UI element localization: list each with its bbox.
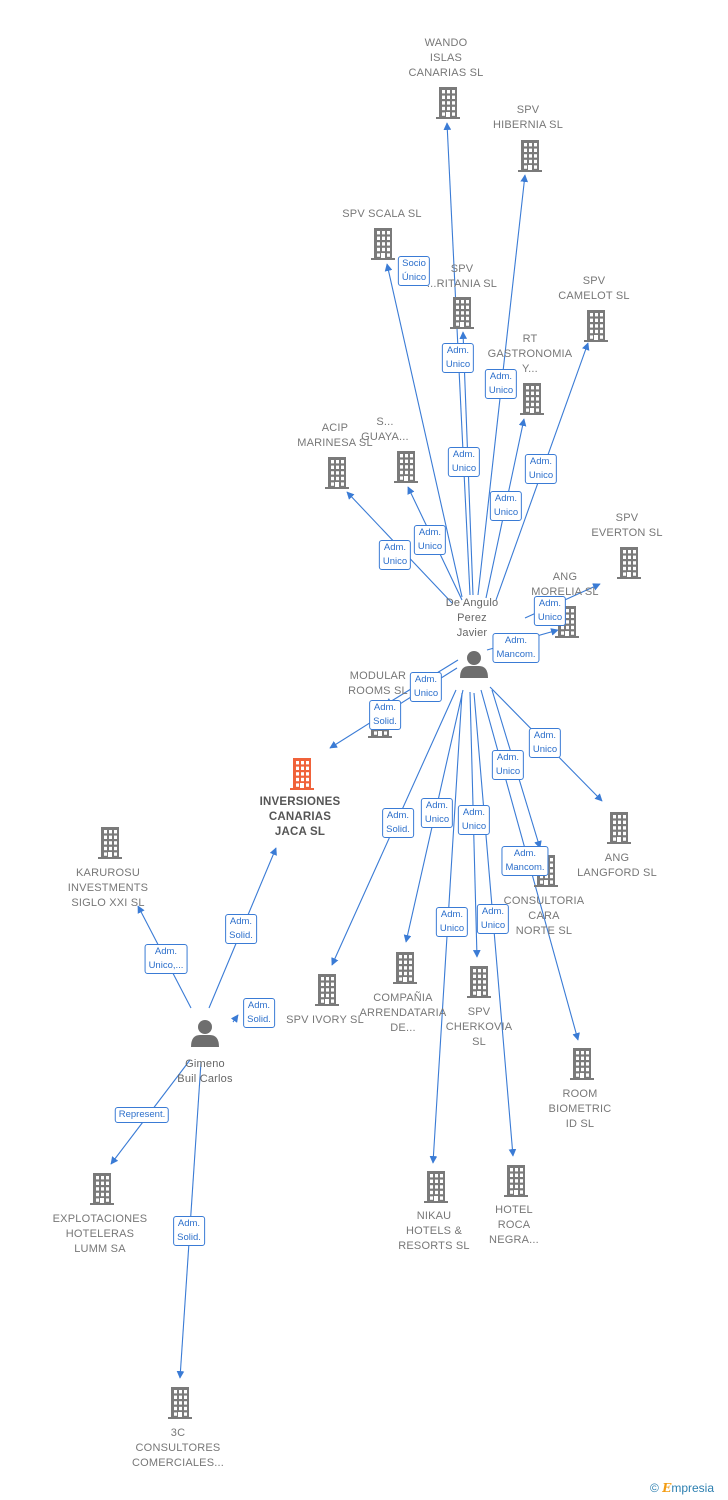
copyright-symbol: © [650,1481,659,1495]
edge-gimeno-to-ivory [230,1014,239,1023]
relation-badge-javier-morelia[interactable]: Adm. Mancom. [492,633,540,663]
relation-badge-javier-nikau[interactable]: Adm. Unico [435,907,469,937]
relation-badge-javier-cherkovia[interactable]: Adm. Unico [457,805,491,835]
node-label-morelia[interactable]: ANG MORELIA SL [531,571,599,598]
building-icon-room[interactable] [570,1048,594,1080]
brand-name: mpresia [671,1481,715,1495]
relation-badge-javier-rtgastro[interactable]: Adm. Unico [489,491,523,521]
node-label-camelot[interactable]: SPV CAMELOT SL [558,275,630,302]
building-icon-guaya[interactable] [394,451,418,483]
building-icon-rtgastro[interactable] [520,383,544,415]
node-label-gimeno[interactable]: Gimeno Buil Carlos [177,1058,233,1085]
building-icon-camelot[interactable] [584,310,608,342]
relation-badge-javier-ritania[interactable]: Adm. Unico [447,447,481,477]
building-icon-nikau[interactable] [424,1171,448,1203]
relation-badge-gimeno-ivory[interactable]: Adm. Solid. [243,998,275,1028]
relation-badge-javier-guaya[interactable]: Adm. Unico [413,525,447,555]
node-label-hibernia[interactable]: SPV HIBERNIA SL [492,104,564,131]
building-icon-karurosu[interactable] [98,827,122,859]
building-icon-wando[interactable] [436,87,460,119]
person-icon-gimeno[interactable] [191,1020,219,1047]
building-icon-ritania[interactable] [450,297,474,329]
node-label-nikau[interactable]: NIKAU HOTELS & RESORTS SL [398,1210,470,1252]
building-icon-compania[interactable] [393,952,417,984]
relation-badge-javier-hotelroca[interactable]: Adm. Unico [476,904,510,934]
relation-badge-javier-camelot[interactable]: Adm. Unico [524,454,558,484]
relation-badge-javier-consultoria[interactable]: Adm. Mancom. [501,846,549,876]
person-icon-javier[interactable] [460,651,488,678]
node-label-consultoria[interactable]: CONSULTORIA CARA NORTE SL [503,895,585,937]
brand-initial: E [662,1481,672,1495]
building-icon-inversiones[interactable] [290,758,314,790]
relation-badge-javier-hibernia[interactable]: Adm. Unico [484,369,518,399]
relation-badge-javier-compania[interactable]: Adm. Unico [420,798,454,828]
node-label-room[interactable]: ROOM BIOMETRIC ID SL [548,1088,612,1130]
relation-badge-javier-ivory[interactable]: Adm. Solid. [382,808,414,838]
brand-logo: © Empresia [650,1481,714,1495]
relation-badge-gimeno-karurosu[interactable]: Adm. Unico,... [144,944,188,974]
relation-badge-javier-langford[interactable]: Adm. Unico [528,728,562,758]
building-icon-scala[interactable] [371,228,395,260]
building-icon-hotelroca[interactable] [504,1165,528,1197]
relation-badge-javier-room[interactable]: Adm. Unico [491,750,525,780]
building-icon-acip[interactable] [325,457,349,489]
node-label-3c[interactable]: 3C CONSULTORES COMERCIALES... [131,1427,225,1469]
node-label-cherkovia[interactable]: SPV CHERKOVIA SL [445,1006,513,1048]
node-label-ritania[interactable]: SPV ...RITANIA SL [426,263,498,290]
relation-badge-javier-inversiones[interactable]: Adm. Solid. [369,700,401,730]
edge-javier-to-scala [384,263,463,598]
relation-badge-javier-everton[interactable]: Adm. Unico [533,596,567,626]
relation-badge-javier-modular[interactable]: Adm. Unico [409,672,443,702]
node-label-everton[interactable]: SPV EVERTON SL [591,512,663,539]
node-label-javier[interactable]: De Angulo Perez Javier [445,597,499,639]
node-label-compania[interactable]: COMPAÑIA ARRENDATARIA DE... [359,992,447,1034]
node-label-inversiones[interactable]: INVERSIONES CANARIAS JACA SL [259,796,341,838]
relation-badge-javier-wando[interactable]: Adm. Unico [441,343,475,373]
building-icon-explotaciones[interactable] [90,1173,114,1205]
node-label-explotaciones[interactable]: EXPLOTACIONES HOTELERAS LUMM SA [52,1213,148,1255]
relation-badge-javier-acip[interactable]: Adm. Unico [378,540,412,570]
node-label-langford[interactable]: ANG LANGFORD SL [577,852,657,879]
building-icon-langford[interactable] [607,812,631,844]
node-label-hotelroca[interactable]: HOTEL ROCA NEGRA... [489,1204,539,1246]
node-label-guaya[interactable]: S... GUAYA... [361,416,409,443]
node-label-karurosu[interactable]: KARUROSU INVESTMENTS SIGLO XXI SL [67,867,149,909]
relation-badge-gimeno-3c[interactable]: Adm. Solid. [173,1216,205,1246]
building-icon-cherkovia[interactable] [467,966,491,998]
building-icon-3c[interactable] [168,1387,192,1419]
node-label-wando[interactable]: WANDO ISLAS CANARIAS SL [408,37,484,79]
node-label-scala[interactable]: SPV SCALA SL [342,208,422,220]
building-icon-hibernia[interactable] [518,140,542,172]
node-label-modular[interactable]: MODULAR ROOMS SL [348,670,408,697]
building-icon-ivory[interactable] [315,974,339,1006]
node-label-acip[interactable]: ACIP MARINESA SL [297,422,373,449]
icons-layer [90,87,641,1419]
node-label-ivory[interactable]: SPV IVORY SL [286,1014,364,1026]
relation-badge-javier-scala[interactable]: Socio Único [397,256,431,286]
node-label-rtgastro[interactable]: RT GASTRONOMIA Y... [487,333,573,375]
relation-badge-gimeno-explotaciones[interactable]: Represent. [114,1107,170,1123]
building-icon-everton[interactable] [617,547,641,579]
relation-badge-gimeno-inversiones[interactable]: Adm. Solid. [225,914,257,944]
